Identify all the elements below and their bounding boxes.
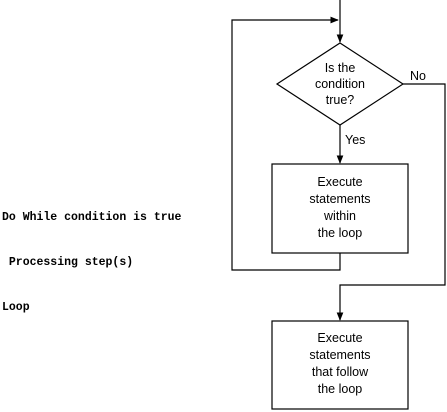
after-loop-text-1: Execute bbox=[317, 331, 362, 345]
loop-body-box bbox=[271, 163, 409, 254]
loop-body-text-2: statements bbox=[309, 192, 370, 206]
after-loop-box bbox=[271, 320, 409, 410]
decision-text-2: condition bbox=[315, 77, 365, 91]
pseudocode-line-3: Loop bbox=[2, 301, 30, 314]
after-loop-text-4: the loop bbox=[318, 382, 363, 396]
yes-label: Yes bbox=[345, 133, 365, 147]
loop-body-text-4: the loop bbox=[318, 226, 363, 240]
loop-body-text-1: Execute bbox=[317, 175, 362, 189]
loop-body-text-3: within bbox=[323, 209, 356, 223]
after-loop-text-3: that follow bbox=[312, 365, 369, 379]
pseudocode-line-2: Processing step(s) bbox=[2, 256, 134, 269]
pseudocode-line-1: Do While condition is true bbox=[2, 211, 182, 224]
no-label: No bbox=[410, 69, 426, 83]
after-loop-text-2: statements bbox=[309, 348, 370, 362]
no-arrow bbox=[336, 83, 446, 321]
loop-back-arrow bbox=[231, 16, 341, 271]
pseudocode-block: Do While condition is true Processing st… bbox=[2, 180, 181, 345]
decision-text-3: true? bbox=[326, 93, 355, 107]
decision-text-1: Is the bbox=[325, 61, 356, 75]
